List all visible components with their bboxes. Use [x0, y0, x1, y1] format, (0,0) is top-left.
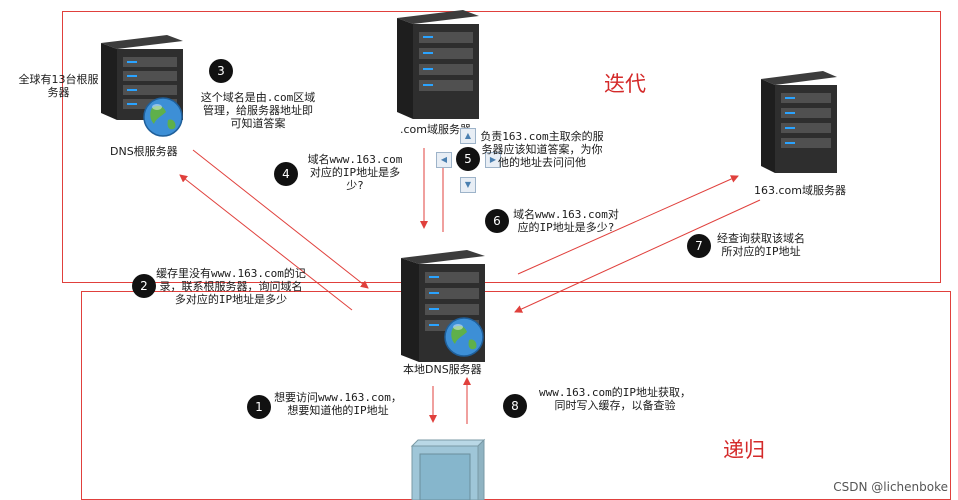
step-badge-4: 4	[274, 162, 298, 186]
globe-icon	[444, 317, 484, 357]
step-badge-6: 6	[485, 209, 509, 233]
step-text-7: 经查询获取该域名所对应的IP地址	[717, 232, 805, 258]
step-text-1: 想要访问www.163.com，想要知道他的IP地址	[274, 391, 402, 417]
nav-right-icon[interactable]: ▶	[485, 152, 501, 168]
step-text-2: 缓存里没有www.163.com的记录，联系根服务器，询问域名多对应的IP地址是…	[156, 267, 306, 306]
step-badge-2: 2	[132, 274, 156, 298]
root-server-label: DNS根服务器	[110, 145, 178, 158]
step-badge-3: 3	[209, 59, 233, 83]
s163-server-icon	[761, 71, 837, 173]
step-text-8: www.163.com的IP地址获取，同时写入缓存，以备查验	[538, 386, 692, 412]
step-badge-8: 8	[503, 394, 527, 418]
nav-down-icon[interactable]: ▼	[460, 177, 476, 193]
local-server-label: 本地DNS服务器	[403, 363, 482, 376]
step-text-5: 负责163.com主取余的服务器应该知道答案，为你他的地址去问问他	[480, 130, 604, 169]
step-badge-7: 7	[687, 234, 711, 258]
com-server-icon	[397, 10, 479, 119]
com-server-label: .com域服务器	[400, 123, 471, 136]
watermark: CSDN @lichenboke	[833, 480, 948, 494]
arrow-2-local-to-root	[179, 174, 353, 311]
iteration-label: 迭代	[604, 72, 646, 96]
nav-up-icon[interactable]: ▲	[460, 128, 476, 144]
iteration-region	[62, 11, 941, 283]
globe-icon	[143, 97, 183, 137]
arrow-6-local-to-163	[517, 175, 739, 275]
step-badge-5: 5	[456, 147, 480, 171]
client-computer-icon	[410, 438, 486, 500]
root-caption: 全球有13台根服务器	[18, 73, 99, 99]
nav-left-icon[interactable]: ◀	[436, 152, 452, 168]
arrow-3-root-to-local	[192, 149, 369, 289]
step-text-6: 域名www.163.com对应的IP地址是多少?	[513, 208, 619, 234]
s163-server-label: 163.com域服务器	[754, 184, 846, 197]
step-text-4: 域名www.163.com对应的IP地址是多少?	[307, 153, 403, 192]
step-text-3: 这个域名是由.com区域管理，给服务器地址即可知道答案	[200, 91, 316, 130]
arrow-7-163-to-local	[514, 199, 761, 313]
step-badge-1: 1	[247, 395, 271, 419]
recursion-label: 递归	[723, 438, 765, 462]
